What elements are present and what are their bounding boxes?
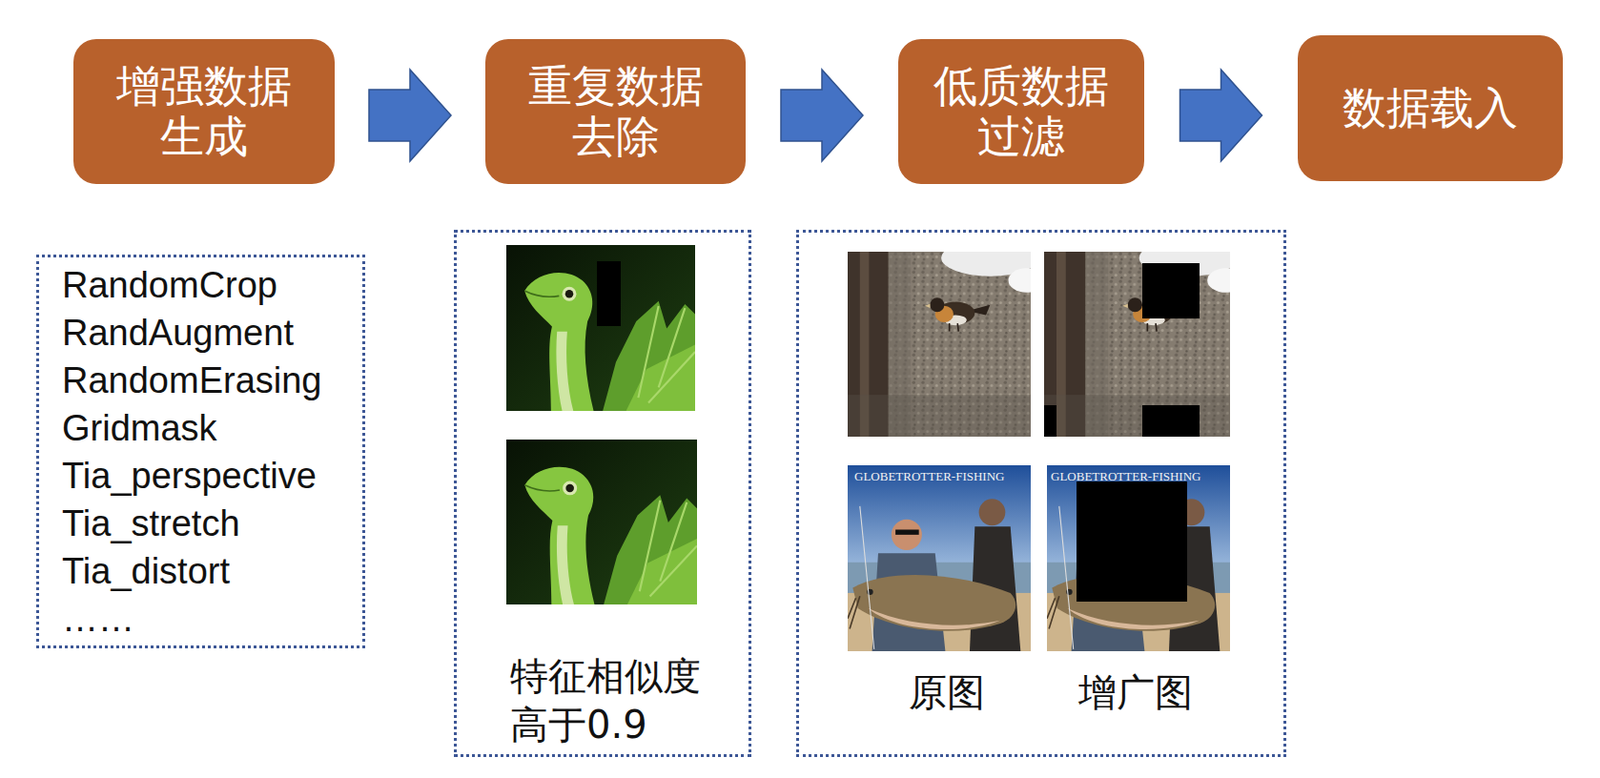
- flow-arrow: [1180, 69, 1263, 162]
- gridmask-patch: [1142, 405, 1200, 437]
- bird-photo-augmented: [1044, 239, 1245, 437]
- erased-patch: [1076, 481, 1188, 602]
- caption: 原图: [908, 668, 985, 718]
- augmentation-name: Tia_distort: [61, 547, 353, 595]
- step-label: 增强数据 生成: [116, 61, 292, 163]
- augmentation-name: RandAugment: [61, 308, 353, 357]
- gridmask-patch: [1142, 263, 1200, 319]
- photo-watermark: GLOBETROTTER-FISHING: [1050, 470, 1201, 484]
- gridmask-patch: [1044, 405, 1057, 437]
- lizard-photo: [506, 439, 698, 605]
- flow-arrow: [780, 69, 863, 162]
- filter-example-panel: 原图 增广图: [796, 229, 1287, 758]
- step-label: 重复数据 去除: [528, 61, 704, 163]
- fishing-photo: [847, 465, 1031, 652]
- bird-photo: [847, 239, 1046, 437]
- photo-watermark: GLOBETROTTER-FISHING: [854, 470, 1005, 484]
- flow-arrow: [369, 69, 452, 162]
- augmentation-name: RandomErasing: [61, 356, 353, 405]
- caption: 特征相似度 高于0.9: [510, 652, 701, 750]
- augmentation-name: Tia_perspective: [61, 451, 353, 500]
- process-box: 数据载入: [1297, 35, 1563, 182]
- lizard-photo: [506, 245, 696, 411]
- process-box: 低质数据 过滤: [898, 39, 1145, 185]
- caption: 增广图: [1078, 668, 1193, 718]
- augmentation-name: ……: [61, 594, 353, 643]
- step-label: 数据载入: [1342, 82, 1518, 134]
- process-box: 增强数据 生成: [73, 39, 335, 185]
- augmentation-list-panel: RandomCropRandAugmentRandomErasingGridma…: [36, 254, 366, 649]
- dedup-example-panel: 特征相似度 高于0.9: [453, 229, 752, 758]
- augmentation-name: Gridmask: [61, 404, 353, 452]
- augmentation-name: RandomCrop: [61, 261, 353, 309]
- erased-patch: [596, 261, 621, 327]
- fishing-photo-augmented: [1046, 465, 1231, 652]
- augmentation-name: Tia_stretch: [61, 499, 353, 548]
- process-box: 重复数据 去除: [485, 39, 746, 185]
- step-label: 低质数据 过滤: [933, 61, 1109, 163]
